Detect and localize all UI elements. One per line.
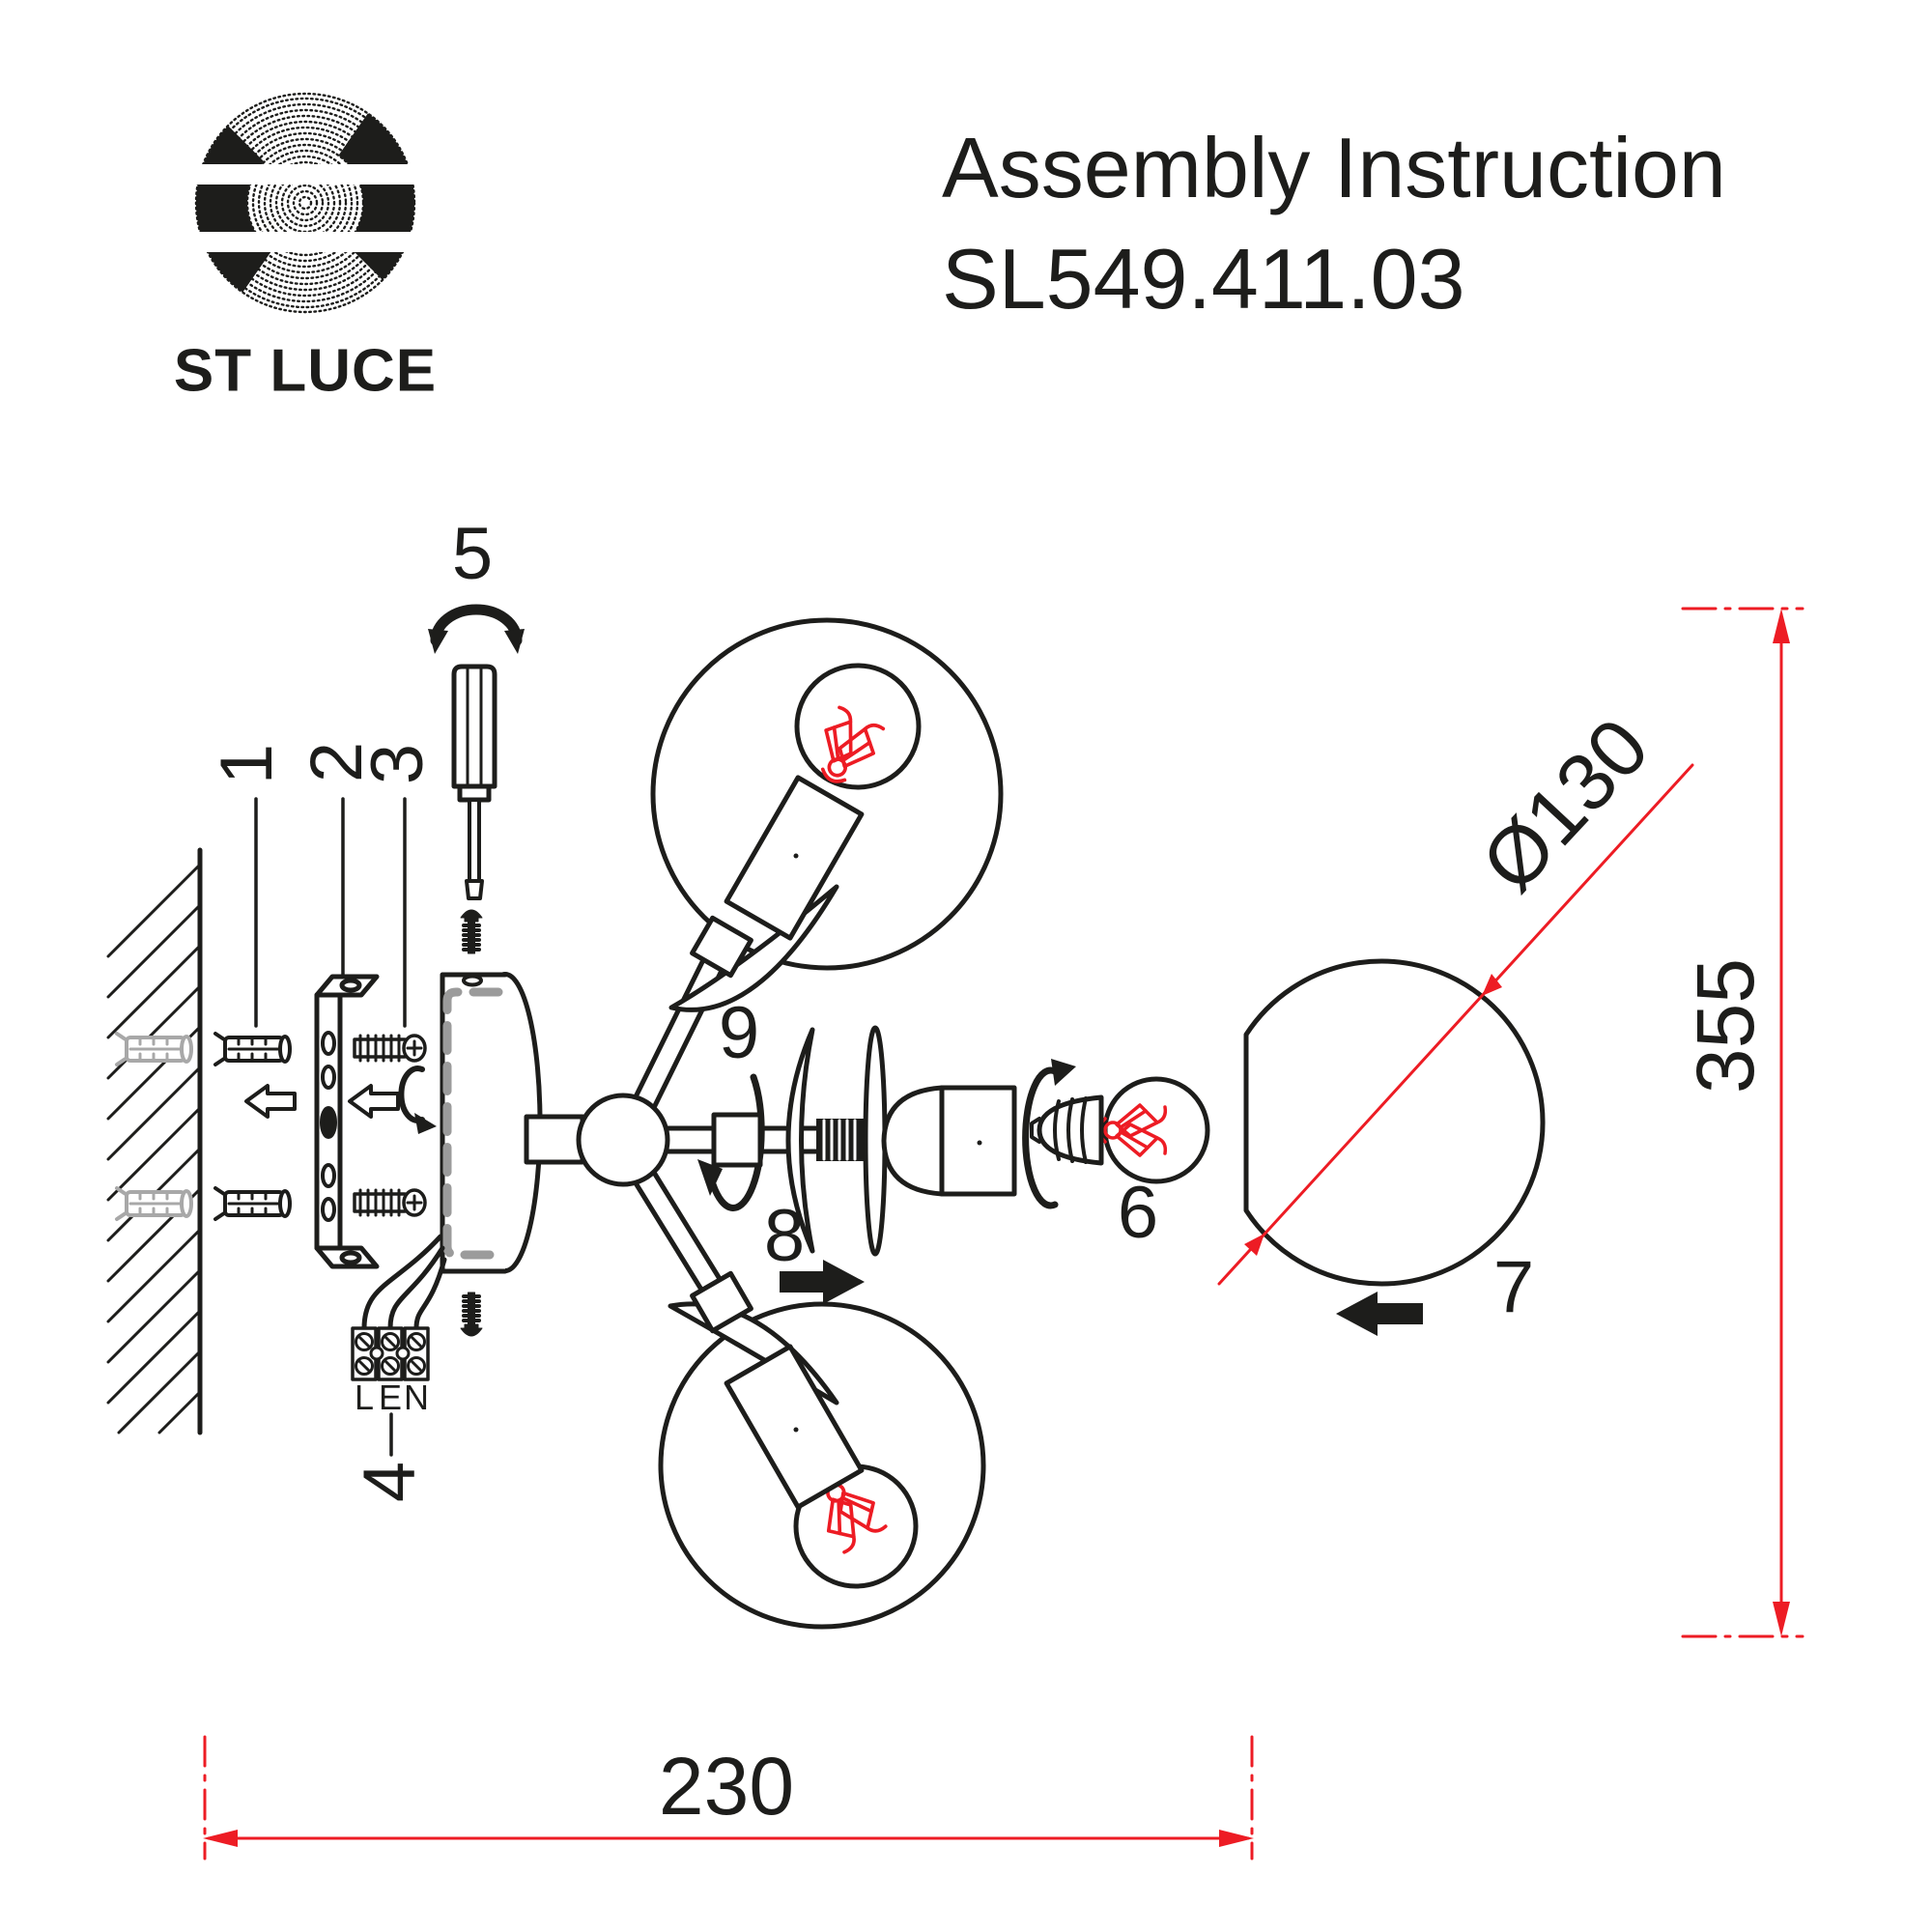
mounting-bracket [314, 974, 380, 1269]
arm-connector-upper [690, 915, 753, 979]
height-dimension-value: 355 [1680, 957, 1771, 1094]
lamp-socket-right [881, 1085, 1017, 1197]
mounting-screw-bottom [353, 1188, 427, 1217]
ghost-anchor-top [115, 1032, 193, 1066]
push-arrow-left-icon [1336, 1292, 1423, 1336]
leader-lines [254, 797, 407, 1457]
product-code: SL549.411.03 [942, 231, 1465, 327]
height-dimension-line [1681, 607, 1804, 1638]
shade-upper [668, 884, 839, 1012]
arm-lower [634, 1171, 733, 1310]
wall-plug-top [213, 1032, 292, 1066]
width-dimension-line [203, 1735, 1254, 1861]
rotate-arrow-bulb-icon [1022, 1059, 1076, 1209]
glass-globe-detached [1243, 958, 1546, 1287]
bulb [1030, 1076, 1210, 1184]
callout-8-shade: 8 [763, 1195, 806, 1277]
terminal-earth-label: E [378, 1378, 403, 1417]
page-title: Assembly Instruction [942, 120, 1726, 215]
callout-6-bulb: 6 [1117, 1172, 1159, 1254]
push-arrow-right-icon [780, 1260, 865, 1304]
bulb-glass-upper [794, 663, 922, 790]
lamp-socket-upper [724, 775, 865, 941]
brand-logo-icon [192, 92, 418, 314]
stem [524, 1114, 585, 1165]
callout-4-terminal: 4 [349, 1461, 431, 1503]
wires [361, 1234, 447, 1331]
fixing-screw-bottom [459, 1291, 484, 1338]
lamp-socket-lower [724, 1344, 865, 1510]
screwdriver-handle [451, 664, 497, 789]
adjuster-ring [711, 1112, 763, 1168]
terminal-neutral-label: N [404, 1378, 429, 1417]
brand-name: ST LUCE [173, 337, 438, 405]
callout-9-ring: 9 [718, 992, 760, 1074]
upper-lamp [650, 617, 1004, 1012]
callout-5-screwdriver: 5 [451, 513, 494, 595]
screwdriver-tip [465, 879, 484, 900]
diameter-dimension-line [1217, 763, 1694, 1286]
terminal-block [351, 1326, 430, 1381]
canopy-screw-hole [462, 974, 483, 987]
callout-3-screw: 3 [356, 743, 439, 785]
canopy-dashed-outline [442, 987, 503, 1260]
wall-hatch [106, 863, 202, 1435]
mounting-screw-top [353, 1034, 427, 1063]
callout-1-wall-plug: 1 [206, 743, 288, 785]
canopy [440, 972, 543, 1274]
wall-plug-bottom [213, 1186, 292, 1221]
shade-disc-right [785, 1027, 815, 1254]
insert-arrow-bracket-icon [348, 1084, 400, 1119]
insert-arrow-left-icon [244, 1084, 297, 1119]
width-dimension-value: 230 [658, 1741, 795, 1832]
threaded-stud [816, 1119, 865, 1161]
callout-7-globe: 7 [1492, 1246, 1535, 1328]
arms [634, 939, 819, 1310]
screwdriver-shaft [468, 798, 481, 883]
rotate-arrow-canopy-icon [398, 1065, 437, 1134]
fixing-screw-top [459, 908, 484, 955]
screwdriver [428, 604, 525, 900]
rotate-arrow-screwdriver-icon [428, 604, 525, 654]
hub-ball [576, 1093, 670, 1187]
rotate-arrow-ring-icon [697, 1073, 765, 1211]
arm-connector-lower [690, 1270, 753, 1334]
ghost-anchor-bottom [115, 1186, 193, 1221]
lower-lamp [658, 1270, 986, 1630]
wall [106, 847, 203, 1435]
terminal-live-label: L [354, 1378, 375, 1417]
